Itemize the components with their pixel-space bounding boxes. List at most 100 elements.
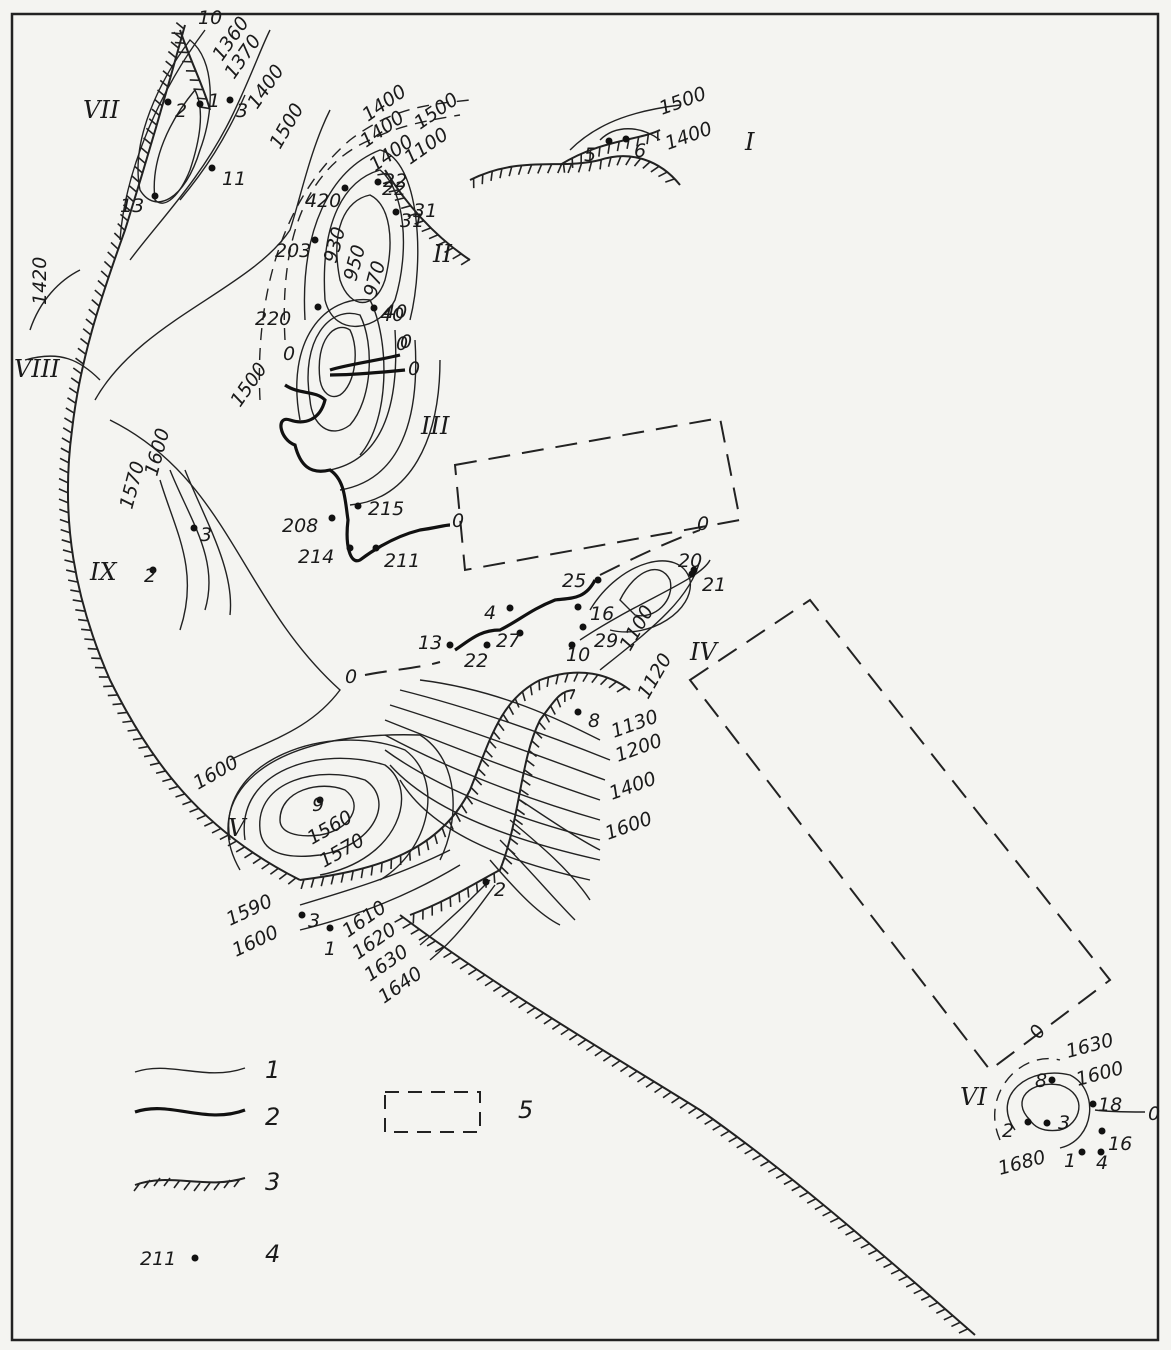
hatch-tick <box>935 1308 946 1314</box>
hatch-tick <box>527 164 533 175</box>
hatch-tick <box>476 974 486 981</box>
hatch-tick <box>72 367 82 375</box>
hatch-tick <box>599 159 603 170</box>
hatch-tick <box>521 691 526 702</box>
hatch-tick <box>511 827 521 836</box>
hatch-tick <box>235 846 246 853</box>
contour-label: 0 <box>396 333 408 355</box>
well-point <box>149 566 157 574</box>
hatch-tick <box>162 777 173 783</box>
hatch-tick <box>204 821 214 827</box>
hatch-tick <box>517 165 523 176</box>
hatch-tick <box>535 1012 545 1020</box>
hatch-tick <box>658 171 668 178</box>
well-label: 40 <box>380 304 404 326</box>
hatch-tick <box>633 157 642 167</box>
hatch-tick <box>418 934 428 941</box>
hatch-tick <box>492 985 503 992</box>
hatch-tick <box>107 251 116 260</box>
zone-label: III <box>420 412 450 440</box>
hatch-tick <box>81 628 92 632</box>
hatch-tick <box>103 685 114 688</box>
hatch-tick <box>521 778 531 786</box>
hatch-tick <box>168 785 179 791</box>
hatch-tick <box>516 808 526 816</box>
hatch-tick <box>783 1179 794 1186</box>
well-point <box>328 514 336 522</box>
well-label: 29 <box>594 630 618 652</box>
hatch-tick <box>110 241 119 250</box>
hatch-tick <box>287 877 297 885</box>
hatch-tick <box>78 618 88 622</box>
hatch-tick <box>523 769 533 777</box>
well-point <box>164 98 172 106</box>
legend-symbol-3 <box>134 1177 246 1186</box>
well-point <box>298 911 306 919</box>
legend-num-1: 1 <box>265 1056 280 1084</box>
well-label: 25 <box>562 570 586 592</box>
hatch-tick <box>628 1070 638 1078</box>
well-point <box>326 924 334 932</box>
hatch-tick <box>591 674 599 684</box>
well-point <box>446 641 454 649</box>
contour-label: 0 <box>452 510 464 532</box>
hatch-tick <box>154 98 163 107</box>
well-label: 31 <box>400 210 424 232</box>
well-label: 16 <box>1108 1133 1132 1155</box>
hatch-tick <box>594 1049 604 1057</box>
hatch-tick <box>94 289 103 298</box>
zone-label: IX <box>89 558 117 586</box>
hatch-tick <box>140 146 149 155</box>
hatch-tick <box>127 728 138 732</box>
hatch-tick <box>557 163 563 174</box>
legend-symbol-1 <box>134 1067 246 1074</box>
hatch-tick <box>477 768 486 777</box>
hatch-tick <box>269 867 279 875</box>
hatch-tick <box>646 134 650 145</box>
hatch-tick <box>62 427 73 434</box>
hatch-tick <box>616 685 626 693</box>
hatch-tick <box>117 711 128 715</box>
well-label: 203 <box>275 240 311 262</box>
hatch-tick <box>484 979 494 987</box>
well-point <box>341 184 349 192</box>
hatch-tick <box>67 579 78 583</box>
hatch-tick <box>182 800 192 806</box>
hatch-tick <box>63 417 74 424</box>
hatch-tick <box>410 928 420 935</box>
well-point <box>579 623 587 631</box>
hatch-tick <box>549 705 556 715</box>
well-label: 22 <box>464 650 488 672</box>
hatch-tick <box>107 694 118 697</box>
fault-ticks <box>58 22 969 1334</box>
hatch-tick <box>599 677 609 686</box>
legend-num-3: 3 <box>265 1168 280 1196</box>
hatch-tick <box>567 163 573 174</box>
well-point <box>314 303 322 311</box>
well-point <box>208 164 216 172</box>
hatch-tick <box>799 1191 809 1198</box>
contour-label: 1120 <box>633 650 676 703</box>
contour-label: 1680 <box>996 1146 1048 1180</box>
legend-num-2: 2 <box>265 1103 280 1131</box>
hatch-tick <box>616 141 620 152</box>
well-label: 8 <box>588 710 600 732</box>
hatch-tick <box>62 549 73 554</box>
hatch-tick <box>538 721 546 731</box>
hatch-tick <box>503 856 513 865</box>
hatch-tick <box>490 171 494 181</box>
hatch-tick <box>196 814 207 820</box>
hatch-tick <box>84 638 95 641</box>
contour-lines <box>24 29 1146 1149</box>
zone-label: VI <box>960 1083 987 1111</box>
hatch-tick <box>434 945 445 953</box>
hatch-tick <box>143 754 154 758</box>
hatch-tick <box>278 872 288 880</box>
hatch-tick <box>499 168 503 179</box>
well-point <box>190 524 198 532</box>
well-label: 4 <box>484 602 496 624</box>
well-point <box>354 502 362 510</box>
hatch-tick <box>636 136 640 147</box>
hatch-tick <box>568 1033 578 1041</box>
hatch-tick <box>388 189 399 193</box>
